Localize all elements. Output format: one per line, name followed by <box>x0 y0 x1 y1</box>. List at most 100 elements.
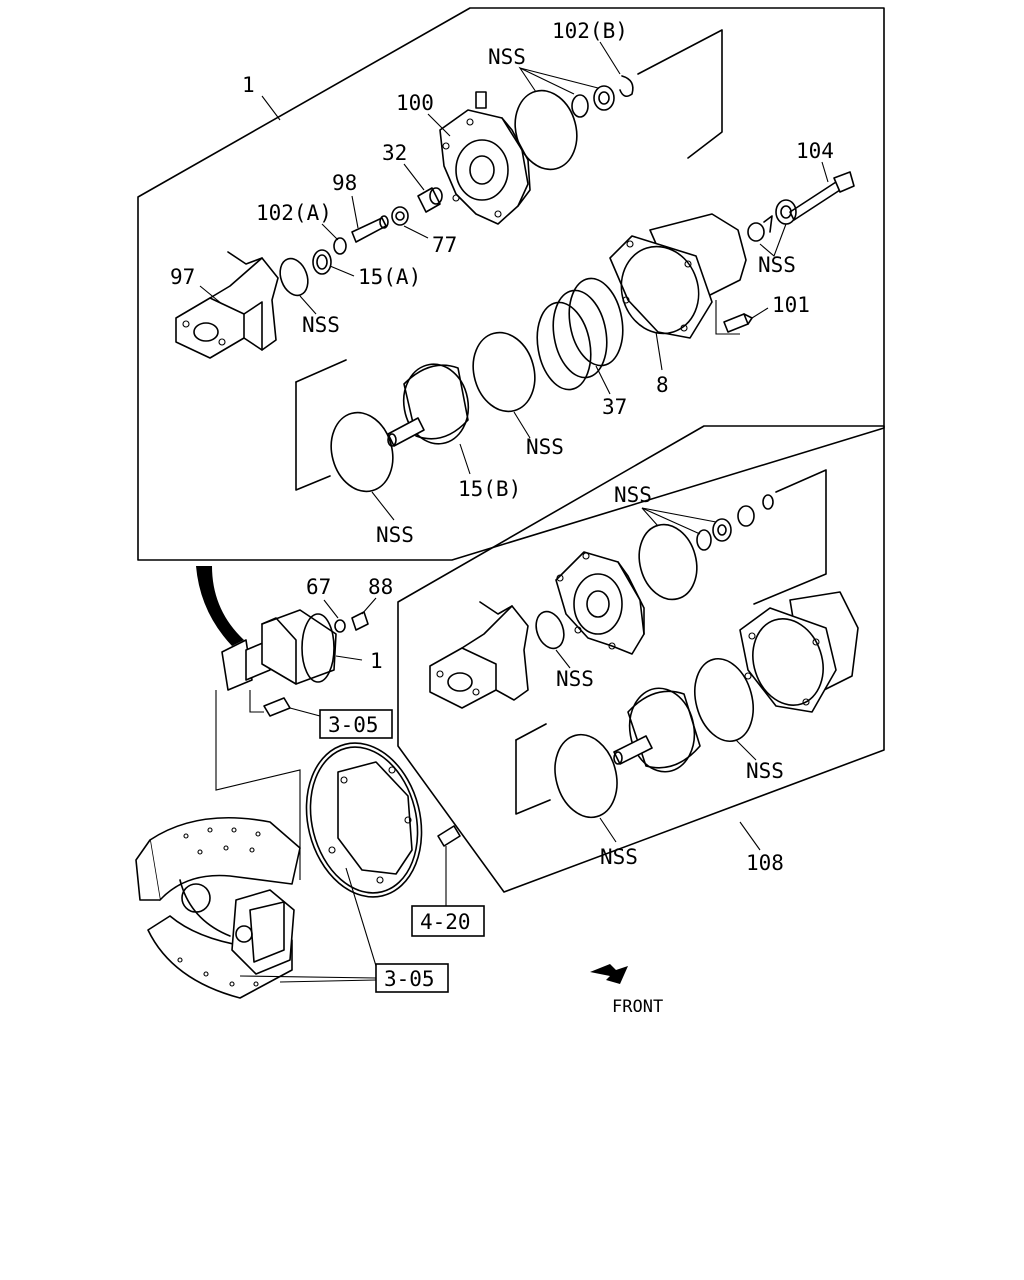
part-15b-piston <box>387 363 470 447</box>
kit-chamber <box>739 591 859 713</box>
leader-102b <box>599 41 621 75</box>
leader-101 <box>751 307 769 319</box>
leader-108 <box>739 821 761 851</box>
backing-bolt <box>437 825 461 847</box>
callout-1-mid: 1 <box>370 649 383 673</box>
part-104-bolt <box>789 171 855 221</box>
gasket-mid <box>472 331 536 413</box>
callout-nss-ring: NSS <box>302 313 340 337</box>
part-1-mounted-chamber <box>221 609 337 691</box>
callout-8: 8 <box>656 373 669 397</box>
part-97-flange-tube <box>175 251 279 359</box>
connector-brake-left <box>215 690 301 880</box>
callout-98: 98 <box>332 171 357 195</box>
callout-nss-mid: NSS <box>526 435 564 459</box>
leader-ref-305b <box>345 867 377 980</box>
ref-box-305-b[interactable]: 3-05 <box>375 963 449 993</box>
leader-32 <box>403 163 425 191</box>
leader-8 <box>655 331 663 371</box>
part-101-bolt <box>723 313 753 333</box>
leader-104 <box>821 161 829 183</box>
leader-98 <box>351 195 359 229</box>
callout-nss-r1: NSS <box>614 483 652 507</box>
snap-ring-102b <box>619 75 634 98</box>
bracket-bolt <box>249 690 264 713</box>
bracket-mid-left-2 <box>295 381 331 491</box>
part-77-nut <box>391 206 409 226</box>
ring-small-top <box>571 94 589 118</box>
leader-88 <box>361 597 377 615</box>
ref-305-a-label: 3-05 <box>328 713 379 737</box>
ref-305-b-label: 3-05 <box>384 967 435 991</box>
leader-nss-nut <box>759 223 787 257</box>
leader-nss-r4 <box>599 817 617 843</box>
callout-32: 32 <box>382 141 407 165</box>
callout-102a: 102(A) <box>256 201 332 225</box>
callout-104: 104 <box>796 139 834 163</box>
kit-gasket-top <box>638 523 698 601</box>
transition-arrow <box>196 566 244 646</box>
part-100-cover <box>439 91 531 225</box>
kit-ring-a <box>737 505 755 527</box>
leader-37 <box>595 365 611 395</box>
leader-nss-r2 <box>555 649 571 669</box>
callout-108: 108 <box>746 851 784 875</box>
leader-ref-305b-2 <box>239 975 377 979</box>
callout-nss-nut: NSS <box>758 253 796 277</box>
leader-nss-r3 <box>735 739 757 761</box>
ref-box-305-a[interactable]: 3-05 <box>319 709 393 739</box>
callout-1-top: 1 <box>242 73 255 97</box>
callout-nss-r4: NSS <box>600 845 638 869</box>
washer-right <box>747 222 765 242</box>
callout-102b: 102(B) <box>552 19 628 43</box>
bracket-101 <box>715 300 740 335</box>
leader-nss-top <box>518 66 575 95</box>
part-67-washer <box>334 619 346 633</box>
part-88-fitting <box>351 611 369 631</box>
callout-15a: 15(A) <box>358 265 421 289</box>
leader-15b <box>459 443 471 475</box>
leader-1-top <box>261 95 281 121</box>
pin-right <box>763 215 773 233</box>
kit-flange-tube <box>429 601 529 709</box>
kit-gasket-low <box>554 733 618 819</box>
brake-shoe-assembly <box>135 816 301 999</box>
leader-77 <box>403 225 429 239</box>
leader-ref-305a <box>289 707 321 717</box>
mount-bolt <box>263 697 291 717</box>
o-ring-small <box>279 257 309 297</box>
ref-box-420[interactable]: 4-20 <box>411 905 485 937</box>
leader-97 <box>199 285 223 305</box>
ref-420-label: 4-20 <box>420 910 471 934</box>
front-label: FRONT <box>612 997 663 1017</box>
leader-nss-r1-b <box>641 507 717 523</box>
callout-37: 37 <box>602 395 627 419</box>
leader-100 <box>427 113 451 137</box>
kit-ring-b <box>762 494 774 510</box>
leader-nss-mid <box>513 411 531 439</box>
part-15a-bearing <box>312 249 332 275</box>
callout-100: 100 <box>396 91 434 115</box>
callout-nss-r2: NSS <box>556 667 594 691</box>
leader-102a <box>321 223 339 241</box>
callout-nss-r3: NSS <box>746 759 784 783</box>
bracket-kit-right <box>753 469 827 605</box>
kit-cover <box>555 551 645 655</box>
bracket-kit-left-2 <box>515 739 551 815</box>
kit-piston <box>613 687 701 773</box>
leader-67 <box>323 599 339 619</box>
callout-nss-top: NSS <box>488 45 526 69</box>
leader-nss-ring <box>299 295 317 315</box>
callout-15b: 15(B) <box>458 477 521 501</box>
leader-nss-top-b <box>519 67 599 89</box>
leader-nss-r1 <box>641 507 701 535</box>
callout-67: 67 <box>306 575 331 599</box>
gasket-low <box>330 411 394 493</box>
kit-ring-small <box>696 529 712 551</box>
leader-1-mid <box>335 655 363 661</box>
seal-top <box>593 85 615 111</box>
callout-101: 101 <box>772 293 810 317</box>
kit-gasket-mid <box>694 657 754 743</box>
kit-o-ring-small <box>535 610 565 650</box>
